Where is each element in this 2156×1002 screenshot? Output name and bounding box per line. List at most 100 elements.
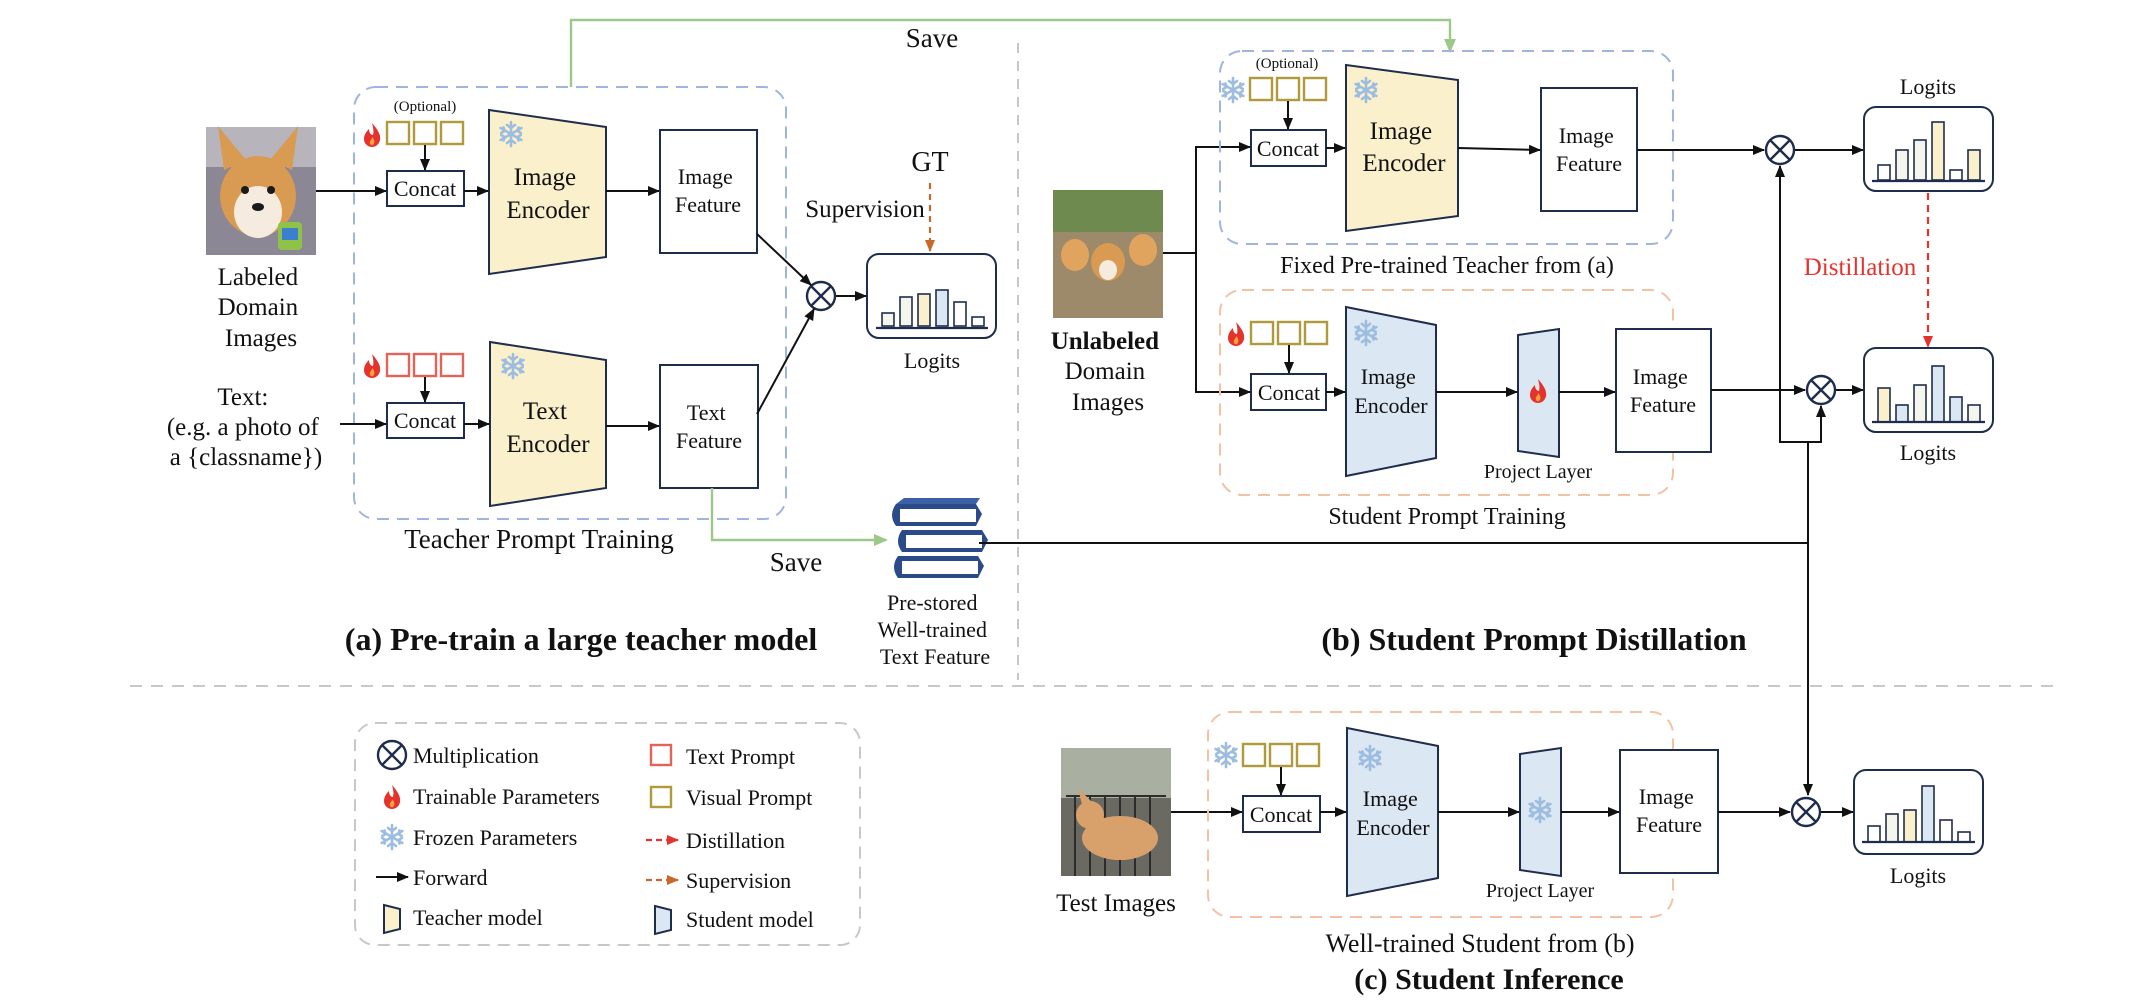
panel-a-title: (a) Pre-train a large teacher model [345, 621, 818, 657]
legend-text-prompt-icon [649, 743, 673, 767]
legend-frozen: Frozen Parameters [413, 825, 577, 850]
legend-teacher-icon [383, 903, 401, 935]
image-encoder-label: Image Encoder [1354, 364, 1428, 418]
multiplication-icon [1790, 796, 1822, 828]
legend-box [354, 722, 861, 946]
concat-label: Concat [1250, 802, 1312, 827]
concat-box-b-student [1250, 373, 1327, 411]
teacher-image-feature [659, 129, 758, 254]
teacher-prompt-training-caption: Teacher Prompt Training [404, 524, 674, 554]
legend-student-model: Student model [686, 907, 814, 932]
teacher-image-encoder [488, 108, 607, 276]
supervision-label: Supervision [805, 196, 925, 223]
well-trained-student-caption: Well-trained Student from (b) [1325, 929, 1634, 958]
image-feature-label: Image Feature [1636, 784, 1702, 837]
teacher-text-encoder [489, 340, 607, 508]
multiplication-icon [1764, 134, 1796, 166]
save-arrow-top [569, 18, 1456, 87]
optional-label-a: (Optional) [394, 99, 456, 115]
legend-visual-prompt: Visual Prompt [686, 785, 812, 810]
concat-label: Concat [1258, 380, 1320, 405]
text-input-label: Text: (e.g. a photo of a {classname}) [167, 384, 325, 471]
arrow [756, 233, 812, 286]
project-layer-label: Project Layer [1484, 461, 1593, 483]
text-feature-label: Text Feature [676, 400, 742, 453]
image-encoder-label: Image Encoder [1356, 786, 1430, 840]
panel-b-title: (b) Student Prompt Distillation [1321, 621, 1746, 657]
legend-multiplication: Multiplication [413, 743, 539, 768]
logits-bars-b-teacher [1877, 121, 1981, 181]
fixed-teacher-caption: Fixed Pre-trained Teacher from (a) [1280, 253, 1614, 279]
arrow [1195, 253, 1251, 397]
legend-distillation: Distillation [686, 828, 785, 853]
arrow [756, 308, 815, 415]
fixed-teacher-image-encoder [1345, 63, 1459, 233]
panel-b: Unlabeled Domain Images Fixed Pre-traine… [979, 50, 1994, 657]
legend-student-icon [654, 904, 672, 936]
student-image-feature [1615, 328, 1712, 453]
prestored-text-feature-label: Pre-stored Well-trained Text Feature [878, 590, 993, 669]
concat-label: Concat [394, 176, 456, 201]
text-prompt-tokens-a [385, 352, 465, 378]
optional-label-b: (Optional) [1256, 56, 1318, 72]
arrow [1457, 144, 1541, 155]
frozen-snowflake-icon [1221, 76, 1245, 104]
save-label-top: Save [906, 23, 959, 53]
visual-prompt-tokens-c [1241, 742, 1321, 768]
legend-flame-icon [384, 785, 401, 809]
distillation-label: Distillation [1804, 254, 1917, 281]
legend-supervision: Supervision [686, 868, 791, 893]
trainable-flame-icon [364, 123, 381, 147]
project-layer-label: Project Layer [1486, 880, 1595, 902]
unlabeled-domain-images-label: Unlabeled Domain Images [1051, 328, 1166, 416]
fixed-teacher-image-feature [1540, 87, 1638, 212]
labeled-domain-image [206, 126, 316, 255]
legend-forward: Forward [413, 865, 488, 890]
trainable-flame-icon [1228, 322, 1245, 346]
concat-box-c [1242, 795, 1321, 833]
well-trained-student-box [1207, 711, 1674, 918]
concat-box-a-image [386, 170, 465, 207]
legend-teacher-model: Teacher model [413, 905, 543, 930]
panel-c: Test Images Well-trained Student from (b… [1056, 543, 1984, 996]
teacher-text-feature [659, 364, 759, 489]
student-image-encoder [1345, 305, 1437, 478]
image-feature-label: Image Feature [1630, 364, 1696, 417]
legend: Multiplication Trainable Parameters Froz… [354, 722, 861, 946]
panel-a: Labeled Domain Images Text: (e.g. a phot… [167, 18, 1456, 669]
concat-label: Concat [1257, 136, 1319, 161]
arrow [1195, 142, 1251, 253]
gt-label: GT [911, 147, 948, 178]
multiplication-icon [805, 280, 837, 312]
teacher-prompt-training-box [353, 86, 787, 520]
book-stack-icon [892, 498, 988, 578]
visual-prompt-tokens-a [385, 120, 465, 146]
text-encoder-label: Text Encoder [506, 398, 590, 458]
concat-box-a-text [386, 402, 465, 439]
legend-trainable: Trainable Parameters [413, 784, 600, 809]
multiplication-icon [1805, 374, 1837, 406]
fixed-teacher-box [1219, 50, 1674, 245]
labeled-domain-images-label: Labeled Domain Images [218, 264, 305, 352]
legend-text-prompt: Text Prompt [686, 744, 795, 769]
inference-image-feature [1619, 749, 1719, 874]
test-image [1061, 748, 1171, 876]
logits-bars-a [881, 289, 985, 327]
image-encoder-label: Image Encoder [506, 164, 590, 224]
test-images-label: Test Images [1056, 890, 1176, 917]
trainable-flame-icon [364, 354, 381, 378]
text-feature-route [1808, 405, 1826, 443]
logits-bars-c [1867, 785, 1971, 843]
save-label-bottom: Save [770, 547, 823, 577]
logits-label-b-top: Logits [1900, 74, 1956, 99]
save-arrow-bottom [710, 488, 888, 546]
panel-c-title: (c) Student Inference [1354, 963, 1623, 996]
concat-box-b-teacher [1250, 129, 1327, 167]
logits-label-b-bottom: Logits [1900, 440, 1956, 465]
legend-visual-prompt-icon [649, 785, 673, 809]
visual-prompt-tokens-b-student [1249, 320, 1329, 346]
frozen-snowflake-icon [1214, 741, 1238, 769]
visual-prompt-tokens-b-teacher [1248, 76, 1328, 102]
legend-snowflake-icon [380, 823, 404, 851]
